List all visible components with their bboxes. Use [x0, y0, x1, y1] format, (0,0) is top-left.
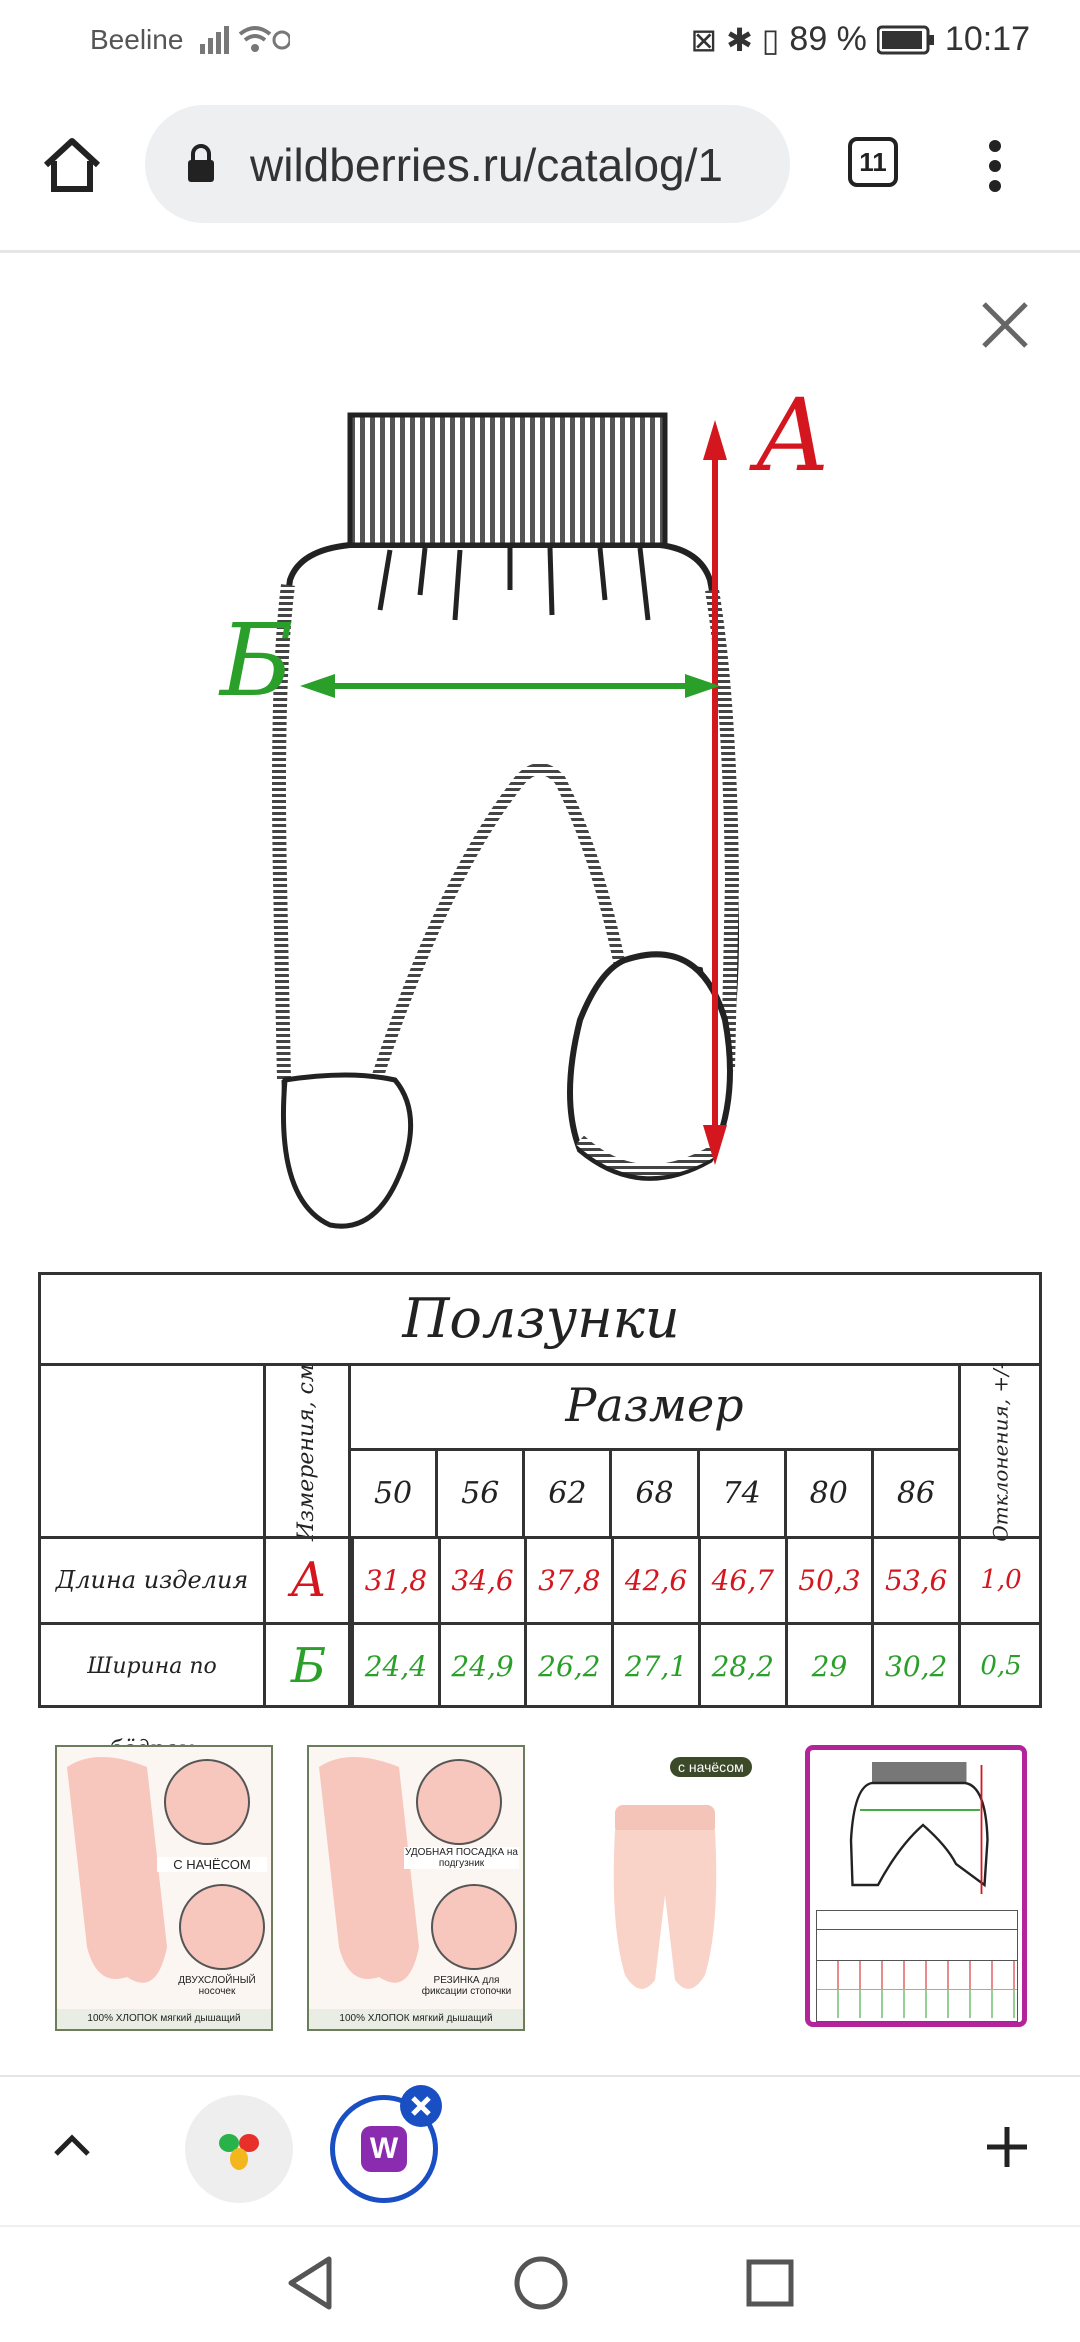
feature-label: РЕЗИНКА для фиксации стопочки	[421, 1975, 512, 1997]
value-cell: 37,8	[527, 1539, 615, 1622]
recents-nav-icon[interactable]	[745, 2258, 795, 2308]
signal-wifi-icon	[200, 26, 290, 54]
table-row: Длина изделия А 31,8 34,6 37,8 42,6 46,7…	[41, 1539, 1041, 1622]
yandex-leaf-icon	[219, 2134, 259, 2170]
new-tab-plus-icon[interactable]	[985, 2125, 1029, 2169]
deviation-header: Отклонения, +/-	[989, 1362, 1014, 1542]
status-bar: Beeline ⊠ ✱ ▯ 89 % 10:17	[0, 0, 1080, 80]
measure-header: Измерения, см	[294, 1363, 320, 1541]
diagram-preview	[849, 1762, 989, 1894]
thumbnail-1[interactable]: С НАЧЁСОМ ДВУХСЛОЙНЫЙ носочек 100% ХЛОПО…	[55, 1745, 273, 2031]
wildberries-logo-icon: W	[361, 2126, 407, 2172]
value-cell: 26,2	[527, 1625, 615, 1708]
battery-percent: 89 %	[789, 20, 867, 58]
lock-icon	[188, 144, 214, 182]
value-cell: 50,3	[788, 1539, 875, 1622]
close-tab-button[interactable]	[400, 2085, 442, 2127]
size-cell: 62	[525, 1451, 613, 1536]
size-header: Размер	[351, 1363, 958, 1451]
grid-line	[263, 1363, 266, 1708]
clock: 10:17	[944, 20, 1030, 58]
row-name: Ширина по бёдрам	[41, 1625, 266, 1762]
status-right: ⊠ ✱ ▯ 89 % 10:17	[690, 20, 1030, 59]
row-mark: Б	[266, 1625, 354, 1708]
table-preview	[816, 1910, 1018, 2022]
deviation-cell: 1,0	[980, 1565, 1022, 1595]
size-row: 50 56 62 68 74 80 86	[351, 1451, 958, 1536]
size-cell: 74	[700, 1451, 787, 1536]
grid-line	[41, 1536, 1041, 1539]
thumbnail-footer: 100% ХЛОПОК мягкий дышащий	[309, 2009, 523, 2029]
value-cell: 53,6	[874, 1539, 962, 1622]
battery-icon	[876, 25, 934, 54]
address-bar[interactable]	[145, 105, 790, 223]
feature-label: УДОБНАЯ ПОСАДКА на подгузник	[404, 1847, 519, 1869]
value-cell: 27,1	[614, 1625, 701, 1708]
size-cell: 86	[896, 1476, 935, 1511]
size-table: Ползунки Измерения, см Отклонения, +/- Р…	[38, 1272, 1042, 1762]
label-b: Б	[218, 602, 294, 719]
size-cell: 68	[612, 1451, 700, 1536]
carrier-name: Beeline	[90, 24, 184, 55]
close-icon	[411, 2096, 431, 2116]
row-mark: А	[266, 1539, 354, 1622]
value-cell: 28,2	[701, 1625, 788, 1708]
thumbnail-4-selected[interactable]	[805, 1745, 1027, 2027]
table-title: Ползунки	[41, 1275, 1041, 1366]
value-cell: 24,4	[354, 1625, 441, 1708]
value-cell: 46,7	[701, 1539, 788, 1622]
thumbnail-badge: с начёсом	[670, 1757, 752, 1777]
size-cell: 56	[438, 1451, 526, 1536]
tab-wildberries-active[interactable]: W	[330, 2095, 438, 2203]
product-image	[67, 1757, 265, 1983]
thumbnail-footer: 100% ХЛОПОК мягкий дышащий	[57, 2009, 271, 2029]
table-row: Ширина по бёдрам Б 24,4 24,9 26,2 27,1 2…	[41, 1625, 1041, 1762]
nfc-bluetooth-icon: ⊠ ✱ ▯	[690, 21, 780, 58]
row-name: Длина изделия	[41, 1539, 266, 1622]
toolbar-divider	[0, 250, 1080, 253]
product-image	[613, 1805, 717, 1989]
home-nav-icon[interactable]	[513, 2255, 569, 2311]
feature-label: ДВУХСЛОЙНЫЙ носочек	[178, 1975, 256, 1997]
url-text[interactable]: wildberries.ru/catalog/1	[250, 139, 724, 191]
value-cell: 34,6	[441, 1539, 528, 1622]
grid-line	[41, 1622, 1041, 1625]
value-cell: 31,8	[354, 1539, 441, 1622]
size-diagram: А Б	[218, 380, 831, 1229]
feature-label: С НАЧЁСОМ	[157, 1857, 267, 1872]
value-cell: 30,2	[874, 1625, 962, 1708]
label-a: А	[749, 380, 831, 494]
tab-strip	[0, 2075, 1080, 2227]
value-cell: 24,9	[441, 1625, 528, 1708]
menu-dots-icon[interactable]	[985, 138, 1005, 194]
close-icon[interactable]	[980, 300, 1030, 350]
product-image	[319, 1757, 517, 1983]
size-cell: 80	[787, 1451, 874, 1536]
home-icon[interactable]	[40, 135, 104, 195]
deviation-header-cell: Отклонения, +/-	[961, 1362, 1041, 1541]
value-cell: 42,6	[614, 1539, 701, 1622]
system-nav-bar	[0, 2225, 1080, 2342]
back-nav-icon[interactable]	[285, 2255, 335, 2311]
grid-line	[958, 1363, 961, 1708]
value-cell: 29	[788, 1625, 875, 1708]
deviation-cell: 0,5	[980, 1651, 1022, 1681]
thumbnail-2[interactable]: УДОБНАЯ ПОСАДКА на подгузник РЕЗИНКА для…	[307, 1745, 525, 2031]
chevron-up-icon[interactable]	[52, 2130, 92, 2160]
thumbnail-3[interactable]: с начёсом	[560, 1745, 774, 2027]
grid-line	[348, 1363, 351, 1708]
tab-switcher-button[interactable]: 11	[848, 137, 898, 187]
tab-yandex[interactable]	[185, 2095, 293, 2203]
size-cell: 50	[351, 1451, 439, 1536]
measure-header-cell: Измерения, см	[266, 1363, 348, 1540]
